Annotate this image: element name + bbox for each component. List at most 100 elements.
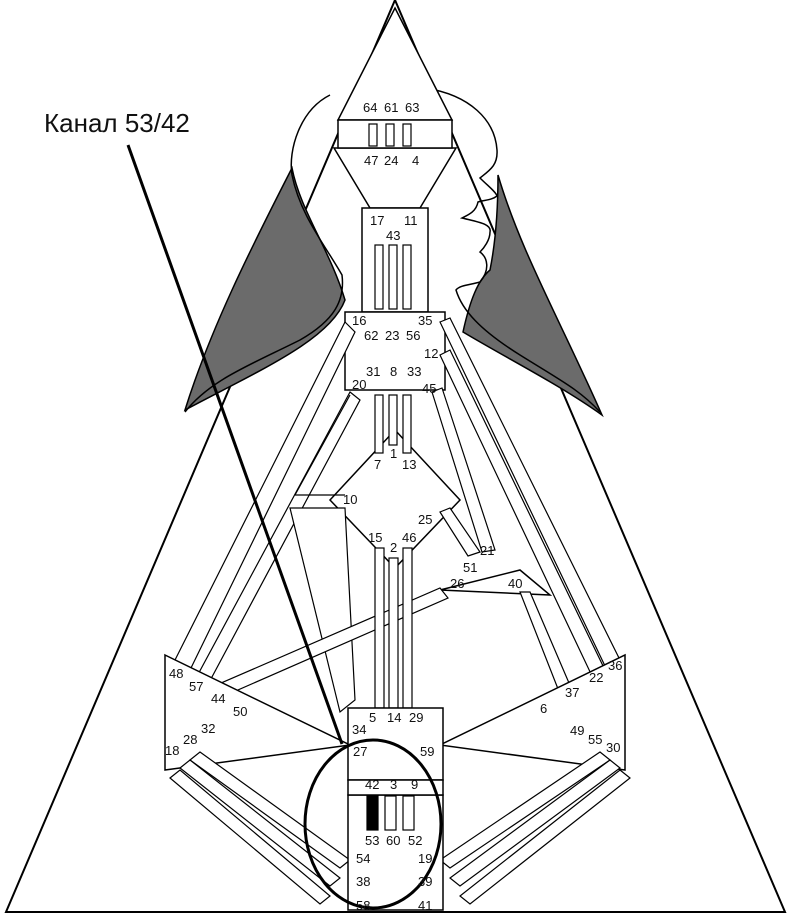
gate-27: 27 bbox=[353, 744, 367, 759]
channel-61-24 bbox=[385, 123, 395, 147]
gate-1: 1 bbox=[390, 446, 397, 461]
channel-13-33 bbox=[402, 394, 412, 454]
channel-2-14 bbox=[388, 557, 399, 709]
gate-64: 64 bbox=[363, 100, 377, 115]
channel-11-56 bbox=[402, 244, 412, 310]
gate-38: 38 bbox=[356, 874, 370, 889]
gate-26: 26 bbox=[450, 576, 464, 591]
gate-36: 36 bbox=[608, 658, 622, 673]
gate-39: 39 bbox=[418, 874, 432, 889]
gate-57: 57 bbox=[189, 679, 203, 694]
gate-7: 7 bbox=[374, 457, 381, 472]
gate-49: 49 bbox=[570, 723, 584, 738]
gate-labels: 64 61 63 47 24 4 17 43 11 16 35 62 23 56… bbox=[165, 100, 622, 913]
gate-47: 47 bbox=[364, 153, 378, 168]
gate-8: 8 bbox=[390, 364, 397, 379]
gate-33: 33 bbox=[407, 364, 421, 379]
gate-10: 10 bbox=[343, 492, 357, 507]
callout-label: Канал 53/42 bbox=[44, 108, 190, 138]
gate-3: 3 bbox=[390, 777, 397, 792]
highlight-circle bbox=[303, 738, 443, 910]
gate-44: 44 bbox=[211, 691, 225, 706]
gate-54: 54 bbox=[356, 851, 370, 866]
gate-22: 22 bbox=[589, 670, 603, 685]
gate-2: 2 bbox=[390, 540, 397, 555]
gate-43: 43 bbox=[386, 228, 400, 243]
gate-15: 15 bbox=[368, 530, 382, 545]
gate-21: 21 bbox=[480, 543, 494, 558]
gate-30: 30 bbox=[606, 740, 620, 755]
gate-48: 48 bbox=[169, 666, 183, 681]
channel-45-21 bbox=[431, 387, 496, 553]
gate-61: 61 bbox=[384, 100, 398, 115]
gate-20: 20 bbox=[352, 377, 366, 392]
channel-52-9 bbox=[402, 795, 415, 831]
gate-37: 37 bbox=[565, 685, 579, 700]
gate-51: 51 bbox=[463, 560, 477, 575]
channel-17-62 bbox=[374, 244, 384, 310]
channel-55-39 bbox=[449, 759, 621, 887]
channel-28-38 bbox=[179, 759, 341, 887]
gate-41: 41 bbox=[418, 898, 432, 913]
head-ajna-connector bbox=[337, 119, 453, 149]
gate-35: 35 bbox=[418, 313, 432, 328]
gate-11: 11 bbox=[404, 213, 418, 228]
ego-center bbox=[439, 569, 553, 596]
gate-32: 32 bbox=[201, 721, 215, 736]
gate-50: 50 bbox=[233, 704, 247, 719]
gate-63: 63 bbox=[405, 100, 419, 115]
gate-4: 4 bbox=[412, 153, 419, 168]
channel-10-20 bbox=[294, 394, 351, 496]
hair-right bbox=[462, 174, 604, 418]
gate-40: 40 bbox=[508, 576, 522, 591]
channel-49-19 bbox=[438, 751, 612, 869]
channel-64-47 bbox=[368, 123, 378, 147]
gate-34: 34 bbox=[352, 722, 366, 737]
gate-25: 25 bbox=[418, 512, 432, 527]
sacral-root-connector bbox=[347, 779, 444, 796]
gate-18: 18 bbox=[165, 743, 179, 758]
channel-7-31 bbox=[374, 394, 384, 454]
gate-46: 46 bbox=[402, 530, 416, 545]
gate-53: 53 bbox=[365, 833, 379, 848]
gate-28: 28 bbox=[183, 732, 197, 747]
channel-15-5 bbox=[374, 547, 385, 709]
gate-17: 17 bbox=[370, 213, 384, 228]
gate-62: 62 bbox=[364, 328, 378, 343]
channel-18-58 bbox=[169, 769, 331, 905]
gate-19: 19 bbox=[418, 851, 432, 866]
gate-52: 52 bbox=[408, 833, 422, 848]
body-silhouette bbox=[184, 94, 344, 413]
spleen-center bbox=[164, 653, 353, 771]
channel-60-3 bbox=[384, 795, 397, 831]
channel-53-42 bbox=[366, 795, 379, 831]
gate-60: 60 bbox=[386, 833, 400, 848]
gate-24: 24 bbox=[384, 153, 398, 168]
gate-16: 16 bbox=[352, 313, 366, 328]
gate-23: 23 bbox=[385, 328, 399, 343]
gate-13: 13 bbox=[402, 457, 416, 472]
gate-55: 55 bbox=[588, 732, 602, 747]
channel-30-41 bbox=[459, 769, 631, 905]
callout-pointer bbox=[126, 144, 344, 745]
channel-46-29 bbox=[402, 547, 413, 709]
solar-plexus-center bbox=[437, 653, 626, 771]
channel-25-51 bbox=[439, 507, 481, 557]
gate-29: 29 bbox=[409, 710, 423, 725]
face-profile bbox=[424, 87, 601, 413]
gate-14: 14 bbox=[387, 710, 401, 725]
channel-43-23 bbox=[388, 244, 398, 310]
gate-56: 56 bbox=[406, 328, 420, 343]
gate-45: 45 bbox=[422, 381, 436, 396]
gate-31: 31 bbox=[366, 364, 380, 379]
gate-42: 42 bbox=[365, 777, 379, 792]
gate-12: 12 bbox=[424, 346, 438, 361]
gate-58: 58 bbox=[356, 898, 370, 913]
channel-1-8 bbox=[388, 394, 398, 446]
gate-6: 6 bbox=[540, 701, 547, 716]
gate-59: 59 bbox=[420, 744, 434, 759]
gate-5: 5 bbox=[369, 710, 376, 725]
channel-63-4 bbox=[402, 123, 412, 147]
